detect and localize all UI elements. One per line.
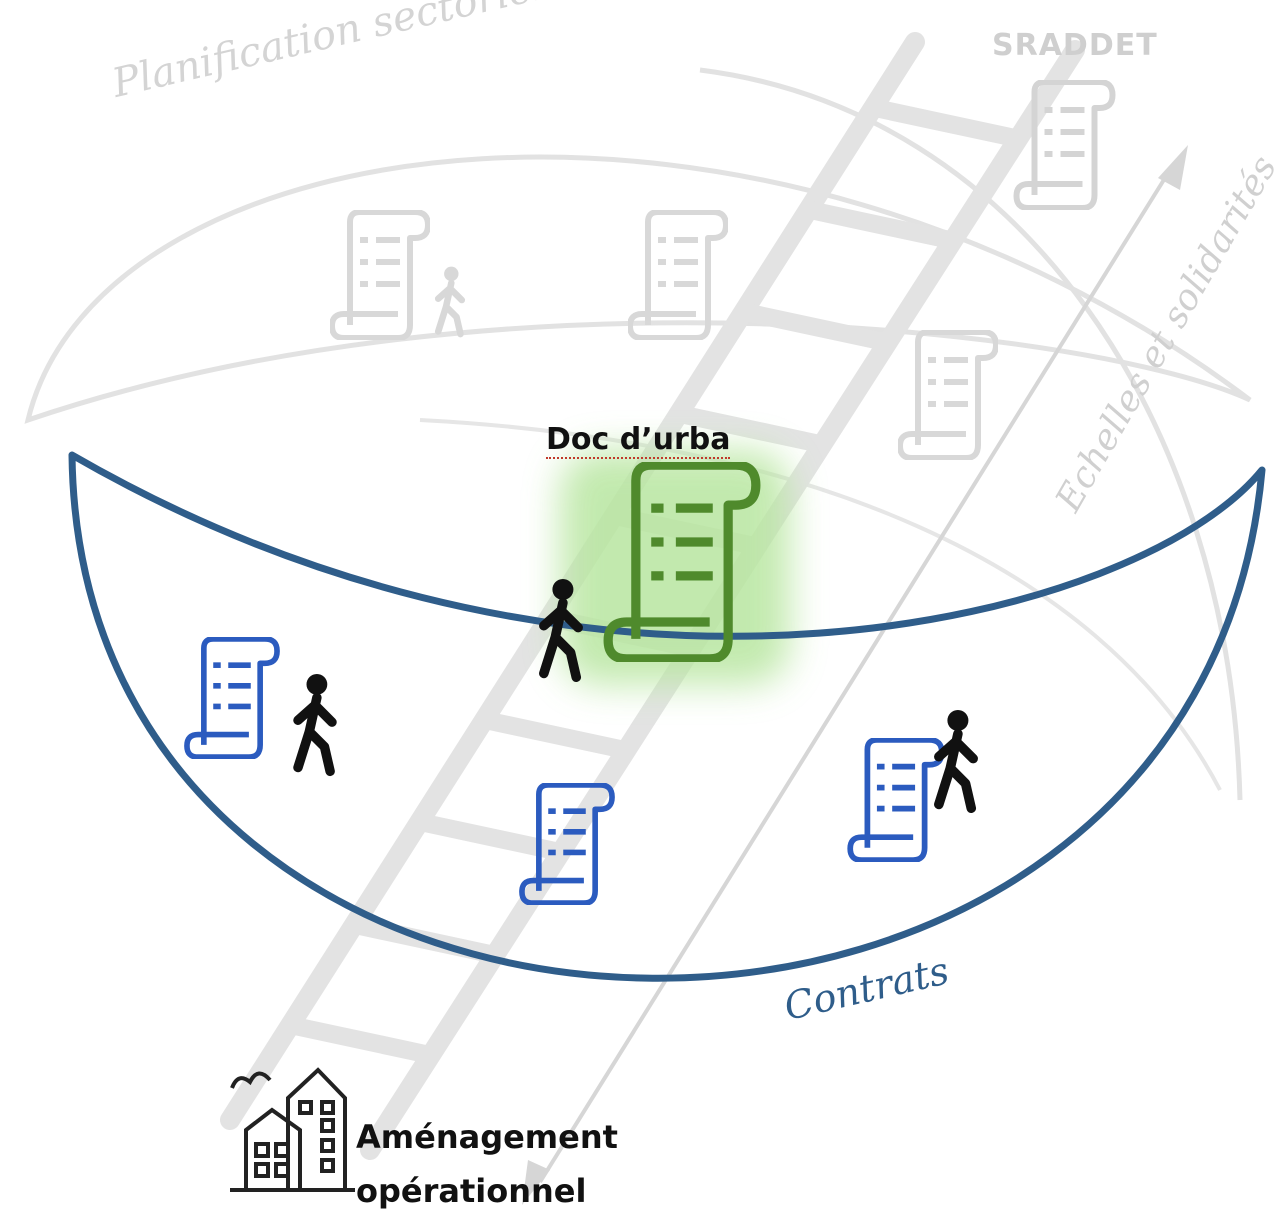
doc-urba-label: Doc d’urba: [546, 422, 731, 459]
amenagement-label-line2: opérationnel: [356, 1172, 587, 1210]
amenagement-label-line1: Aménagement: [356, 1118, 618, 1156]
echelles-arrow: [522, 145, 1188, 1205]
contrat-document-icon: [850, 740, 942, 860]
echelles-inner-arc: [419, 418, 1222, 791]
faded-document-icon: [630, 212, 726, 338]
walker-icon: [298, 674, 332, 771]
faded-walker-icon: [438, 267, 462, 334]
planification-lens: [24, 154, 1252, 424]
contrat-document-icon: [187, 639, 277, 757]
contrats-bowl: [68, 451, 1266, 982]
faded-document-icon: [900, 332, 996, 458]
faded-document-icon: [332, 212, 428, 338]
buildings-icon: [230, 1067, 355, 1192]
sraddet-label: SRADDET: [992, 28, 1158, 63]
walker-icon: [939, 710, 973, 808]
